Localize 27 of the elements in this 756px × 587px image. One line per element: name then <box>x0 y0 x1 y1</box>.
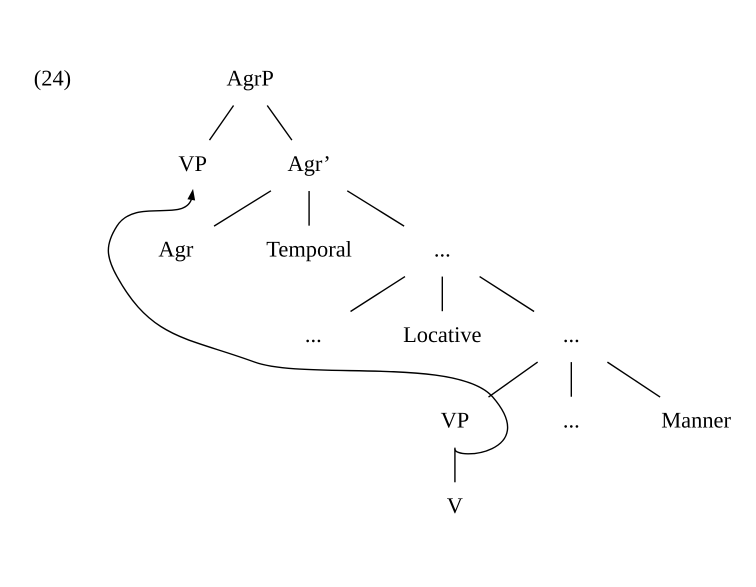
arrow <box>107 188 508 454</box>
node-text: ... <box>562 407 580 432</box>
connector <box>488 361 538 398</box>
node-text: Locative <box>402 322 482 347</box>
connector <box>266 104 292 140</box>
node-text: VP <box>178 150 207 176</box>
node-text: Temporal <box>266 236 352 262</box>
node-text: Agr <box>158 236 193 262</box>
connector <box>308 190 310 226</box>
connector <box>441 276 442 311</box>
node-text: Agr’ <box>287 150 330 176</box>
node-text: V <box>446 492 463 518</box>
connector <box>478 275 534 312</box>
node-text: ... <box>562 322 580 347</box>
node-text: ... <box>433 236 450 262</box>
connector <box>454 447 456 482</box>
node-text: AgrP <box>226 64 274 90</box>
connector <box>208 104 234 140</box>
connector <box>606 361 660 398</box>
node-text: ... <box>304 322 322 347</box>
connector <box>570 362 572 396</box>
connector <box>350 275 405 312</box>
label: (24) <box>33 64 71 90</box>
node-text: Manner <box>660 407 730 432</box>
connector <box>346 190 404 226</box>
connector <box>213 190 271 226</box>
node-text: VP <box>440 407 469 432</box>
